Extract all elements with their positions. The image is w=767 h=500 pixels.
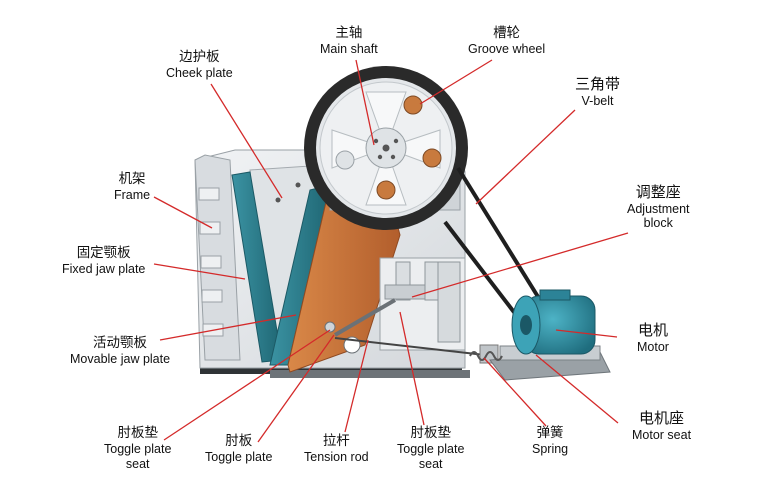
label-toggle-seat-right-en-2: seat <box>418 456 443 471</box>
leader-toggle-seat-left <box>163 329 331 441</box>
leader-toggle-seat-right <box>399 311 425 426</box>
label-fixed-jaw-zh: 固定颚板 <box>76 245 131 261</box>
label-spring: 弹簧 Spring <box>532 425 569 457</box>
label-fixed-jaw-plate: 固定颚板 Fixed jaw plate <box>62 245 146 277</box>
leader-cheek-plate <box>210 83 283 199</box>
label-main-shaft: 主轴 Main shaft <box>320 25 378 57</box>
adjustment-block <box>379 257 466 351</box>
label-frame-en: Frame <box>114 187 151 202</box>
v-belt <box>443 166 542 322</box>
label-groove-wheel-en: Groove wheel <box>468 41 546 56</box>
leader-fixed-jaw <box>153 263 246 280</box>
label-adjustment-block: 调整座 Adjustment block <box>627 183 690 231</box>
leader-motor <box>555 329 618 338</box>
leader-motor-seat <box>535 354 619 424</box>
leader-main-shaft <box>355 59 375 146</box>
label-toggle-plate-zh: 肘板 <box>225 433 253 449</box>
label-toggle-seat-right-en-1: Toggle plate <box>397 441 465 456</box>
label-toggle-seat-left-zh: 肘板垫 <box>117 425 158 441</box>
label-frame-zh: 机架 <box>118 171 146 187</box>
leader-lines <box>153 59 629 443</box>
label-fixed-jaw-en: Fixed jaw plate <box>62 261 146 276</box>
label-motor-seat-en: Motor seat <box>632 427 692 442</box>
label-toggle-seat-right-zh: 肘板垫 <box>410 425 451 441</box>
label-cheek-plate-zh: 边护板 <box>179 49 220 65</box>
label-motor-zh: 电机 <box>637 321 668 339</box>
label-movable-jaw-plate: 活动颚板 Movable jaw plate <box>70 335 171 367</box>
label-tension-rod-zh: 拉杆 <box>322 433 350 449</box>
label-tension-rod: 拉杆 Tension rod <box>304 433 369 465</box>
label-cheek-plate: 边护板 Cheek plate <box>166 49 233 81</box>
leader-spring <box>483 357 547 427</box>
label-motor-seat-zh: 电机座 <box>639 409 685 427</box>
motor <box>511 289 596 355</box>
label-motor-en: Motor <box>637 339 669 354</box>
label-spring-zh: 弹簧 <box>536 425 564 441</box>
leader-groove-wheel <box>419 59 493 105</box>
label-adjustment-en-2: block <box>643 216 673 231</box>
leader-toggle-plate <box>257 334 335 443</box>
leader-frame <box>153 196 213 229</box>
label-cheek-plate-en: Cheek plate <box>166 65 233 80</box>
label-motor-seat: 电机座 Motor seat <box>632 409 692 442</box>
label-v-belt: 三角带 V-belt <box>575 75 621 108</box>
leader-adjustment <box>411 232 629 298</box>
leader-movable-jaw <box>159 314 297 341</box>
label-movable-jaw-en: Movable jaw plate <box>70 351 171 366</box>
groove-wheel <box>304 66 468 230</box>
label-main-shaft-zh: 主轴 <box>335 25 363 41</box>
label-v-belt-en: V-belt <box>581 93 614 108</box>
label-toggle-plate-seat-right: 肘板垫 Toggle plate seat <box>397 425 465 471</box>
label-adjustment-en-1: Adjustment <box>627 201 690 216</box>
label-toggle-plate-seat-left: 肘板垫 Toggle plate seat <box>104 425 172 471</box>
leader-v-belt <box>475 109 576 205</box>
spring <box>469 351 503 361</box>
label-groove-wheel: 槽轮 Groove wheel <box>468 25 546 57</box>
label-toggle-seat-left-en-2: seat <box>125 456 150 471</box>
label-toggle-seat-left-en-1: Toggle plate <box>104 441 172 456</box>
label-adjustment-zh: 调整座 <box>635 183 681 201</box>
label-v-belt-zh: 三角带 <box>575 75 621 93</box>
label-toggle-plate-en: Toggle plate <box>205 449 273 464</box>
label-toggle-plate: 肘板 Toggle plate <box>205 433 273 465</box>
label-spring-en: Spring <box>532 441 569 456</box>
label-tension-rod-en: Tension rod <box>304 449 369 464</box>
label-motor: 电机 Motor <box>637 321 669 354</box>
label-movable-jaw-zh: 活动颚板 <box>93 335 148 351</box>
label-frame: 机架 Frame <box>114 171 151 203</box>
leader-tension-rod <box>344 339 369 433</box>
label-groove-wheel-zh: 槽轮 <box>493 25 521 41</box>
label-main-shaft-en: Main shaft <box>320 41 378 56</box>
